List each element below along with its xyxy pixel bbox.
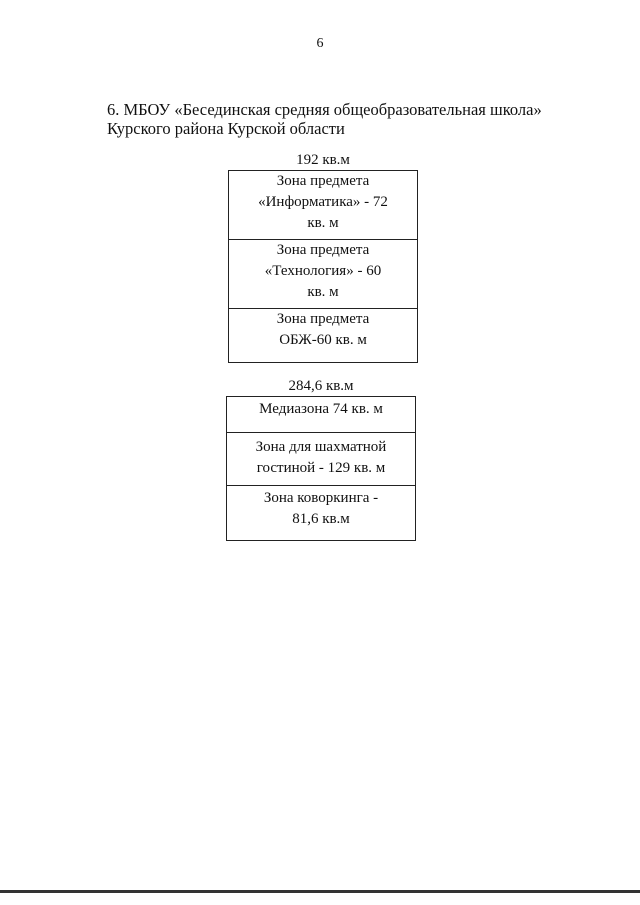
page-number: 6 <box>316 36 324 51</box>
zone-line: «Технология» - 60 <box>264 263 382 279</box>
zone-coworking: Зона коворкинга - 81,6 кв.м <box>227 486 415 540</box>
heading-line-2: Курского района Курской области <box>107 119 345 138</box>
zone-line: Зона предмета <box>276 173 370 189</box>
zone-line: Зона для шахматной <box>255 439 387 455</box>
footer-rule <box>0 890 640 893</box>
zone-line: Медиазона 74 кв. м <box>259 401 383 417</box>
zone-line: Зона коворкинга - <box>263 490 379 506</box>
area-block-1: 192 кв.м Зона предмета «Информатика» - 7… <box>228 152 418 363</box>
zone-line: Зона предмета <box>276 242 370 258</box>
block-1-total-area: 192 кв.м <box>296 152 350 168</box>
zone-technology: Зона предмета «Технология» - 60 кв. м <box>229 240 417 309</box>
heading-line-1: 6. МБОУ «Бесединская средняя общеобразов… <box>107 100 542 119</box>
section-heading: 6. МБОУ «Бесединская средняя общеобразов… <box>107 100 542 138</box>
area-block-2: 284,6 кв.м Медиазона 74 кв. м Зона для ш… <box>226 378 416 541</box>
zone-informatics: Зона предмета «Информатика» - 72 кв. м <box>229 171 417 240</box>
zone-line: гостиной - 129 кв. м <box>256 460 386 476</box>
zone-line: «Информатика» - 72 <box>258 194 388 210</box>
zone-line: кв. м <box>307 284 339 300</box>
block-2-zones-table: Медиазона 74 кв. м Зона для шахматной го… <box>226 396 416 541</box>
zone-media: Медиазона 74 кв. м <box>227 397 415 433</box>
zone-line: ОБЖ-60 кв. м <box>279 332 367 348</box>
block-2-total-area: 284,6 кв.м <box>288 378 354 394</box>
zone-line: 81,6 кв.м <box>292 511 350 527</box>
zone-obzh: Зона предмета ОБЖ-60 кв. м <box>229 309 417 362</box>
zone-chess-lounge: Зона для шахматной гостиной - 129 кв. м <box>227 433 415 486</box>
zone-line: кв. м <box>307 215 339 231</box>
block-1-zones-table: Зона предмета «Информатика» - 72 кв. м З… <box>228 170 418 363</box>
zone-line: Зона предмета <box>276 311 370 327</box>
